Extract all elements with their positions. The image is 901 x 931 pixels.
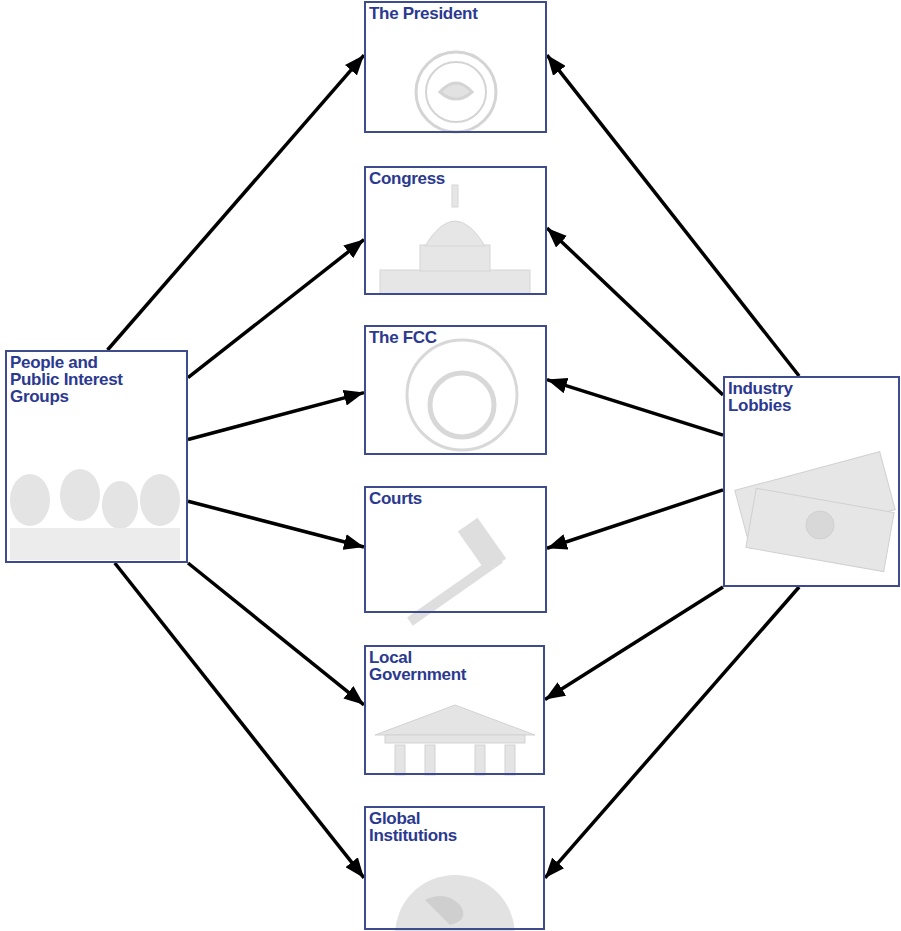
people-illustration: [10, 469, 180, 560]
money-illustration: [735, 452, 895, 572]
institution-box: The FCC: [364, 325, 547, 455]
box-label: People and Public Interest Groups: [7, 352, 145, 405]
building-illustration: [375, 705, 535, 775]
arrow-connector: [547, 490, 723, 548]
box-label: Local Government: [366, 647, 479, 683]
arrow-connector: [188, 240, 364, 378]
arrow-connector: [547, 380, 723, 435]
arrow-connector: [107, 55, 364, 350]
box-label: Congress: [366, 168, 539, 187]
institution-box: The President: [364, 1, 547, 133]
globe-illustration: [395, 875, 515, 931]
arrow-connector: [188, 501, 364, 547]
institution-box: Congress: [364, 166, 547, 295]
fcc-seal-illustration: [407, 340, 517, 450]
box-label: The President: [366, 3, 539, 22]
group-box: People and Public Interest Groups: [5, 350, 188, 563]
arrow-connector: [547, 228, 723, 395]
arrow-connector: [115, 563, 364, 878]
gavel-illustration: [407, 518, 506, 626]
capitol-illustration: [380, 185, 530, 294]
arrow-connector: [545, 587, 723, 700]
box-label: Global Institutions: [366, 808, 479, 844]
institution-box: Courts: [364, 486, 547, 613]
arrow-connector: [188, 393, 364, 440]
seal-illustration: [416, 52, 496, 132]
arrow-connector: [188, 563, 364, 705]
group-box: Industry Lobbies: [723, 376, 900, 587]
institution-box: Global Institutions: [364, 806, 545, 930]
box-label: The FCC: [366, 327, 539, 346]
box-label: Courts: [366, 488, 539, 507]
arrow-connector: [545, 587, 799, 878]
box-label: Industry Lobbies: [725, 378, 828, 414]
arrow-connector: [547, 55, 799, 376]
institution-box: Local Government: [364, 645, 545, 775]
